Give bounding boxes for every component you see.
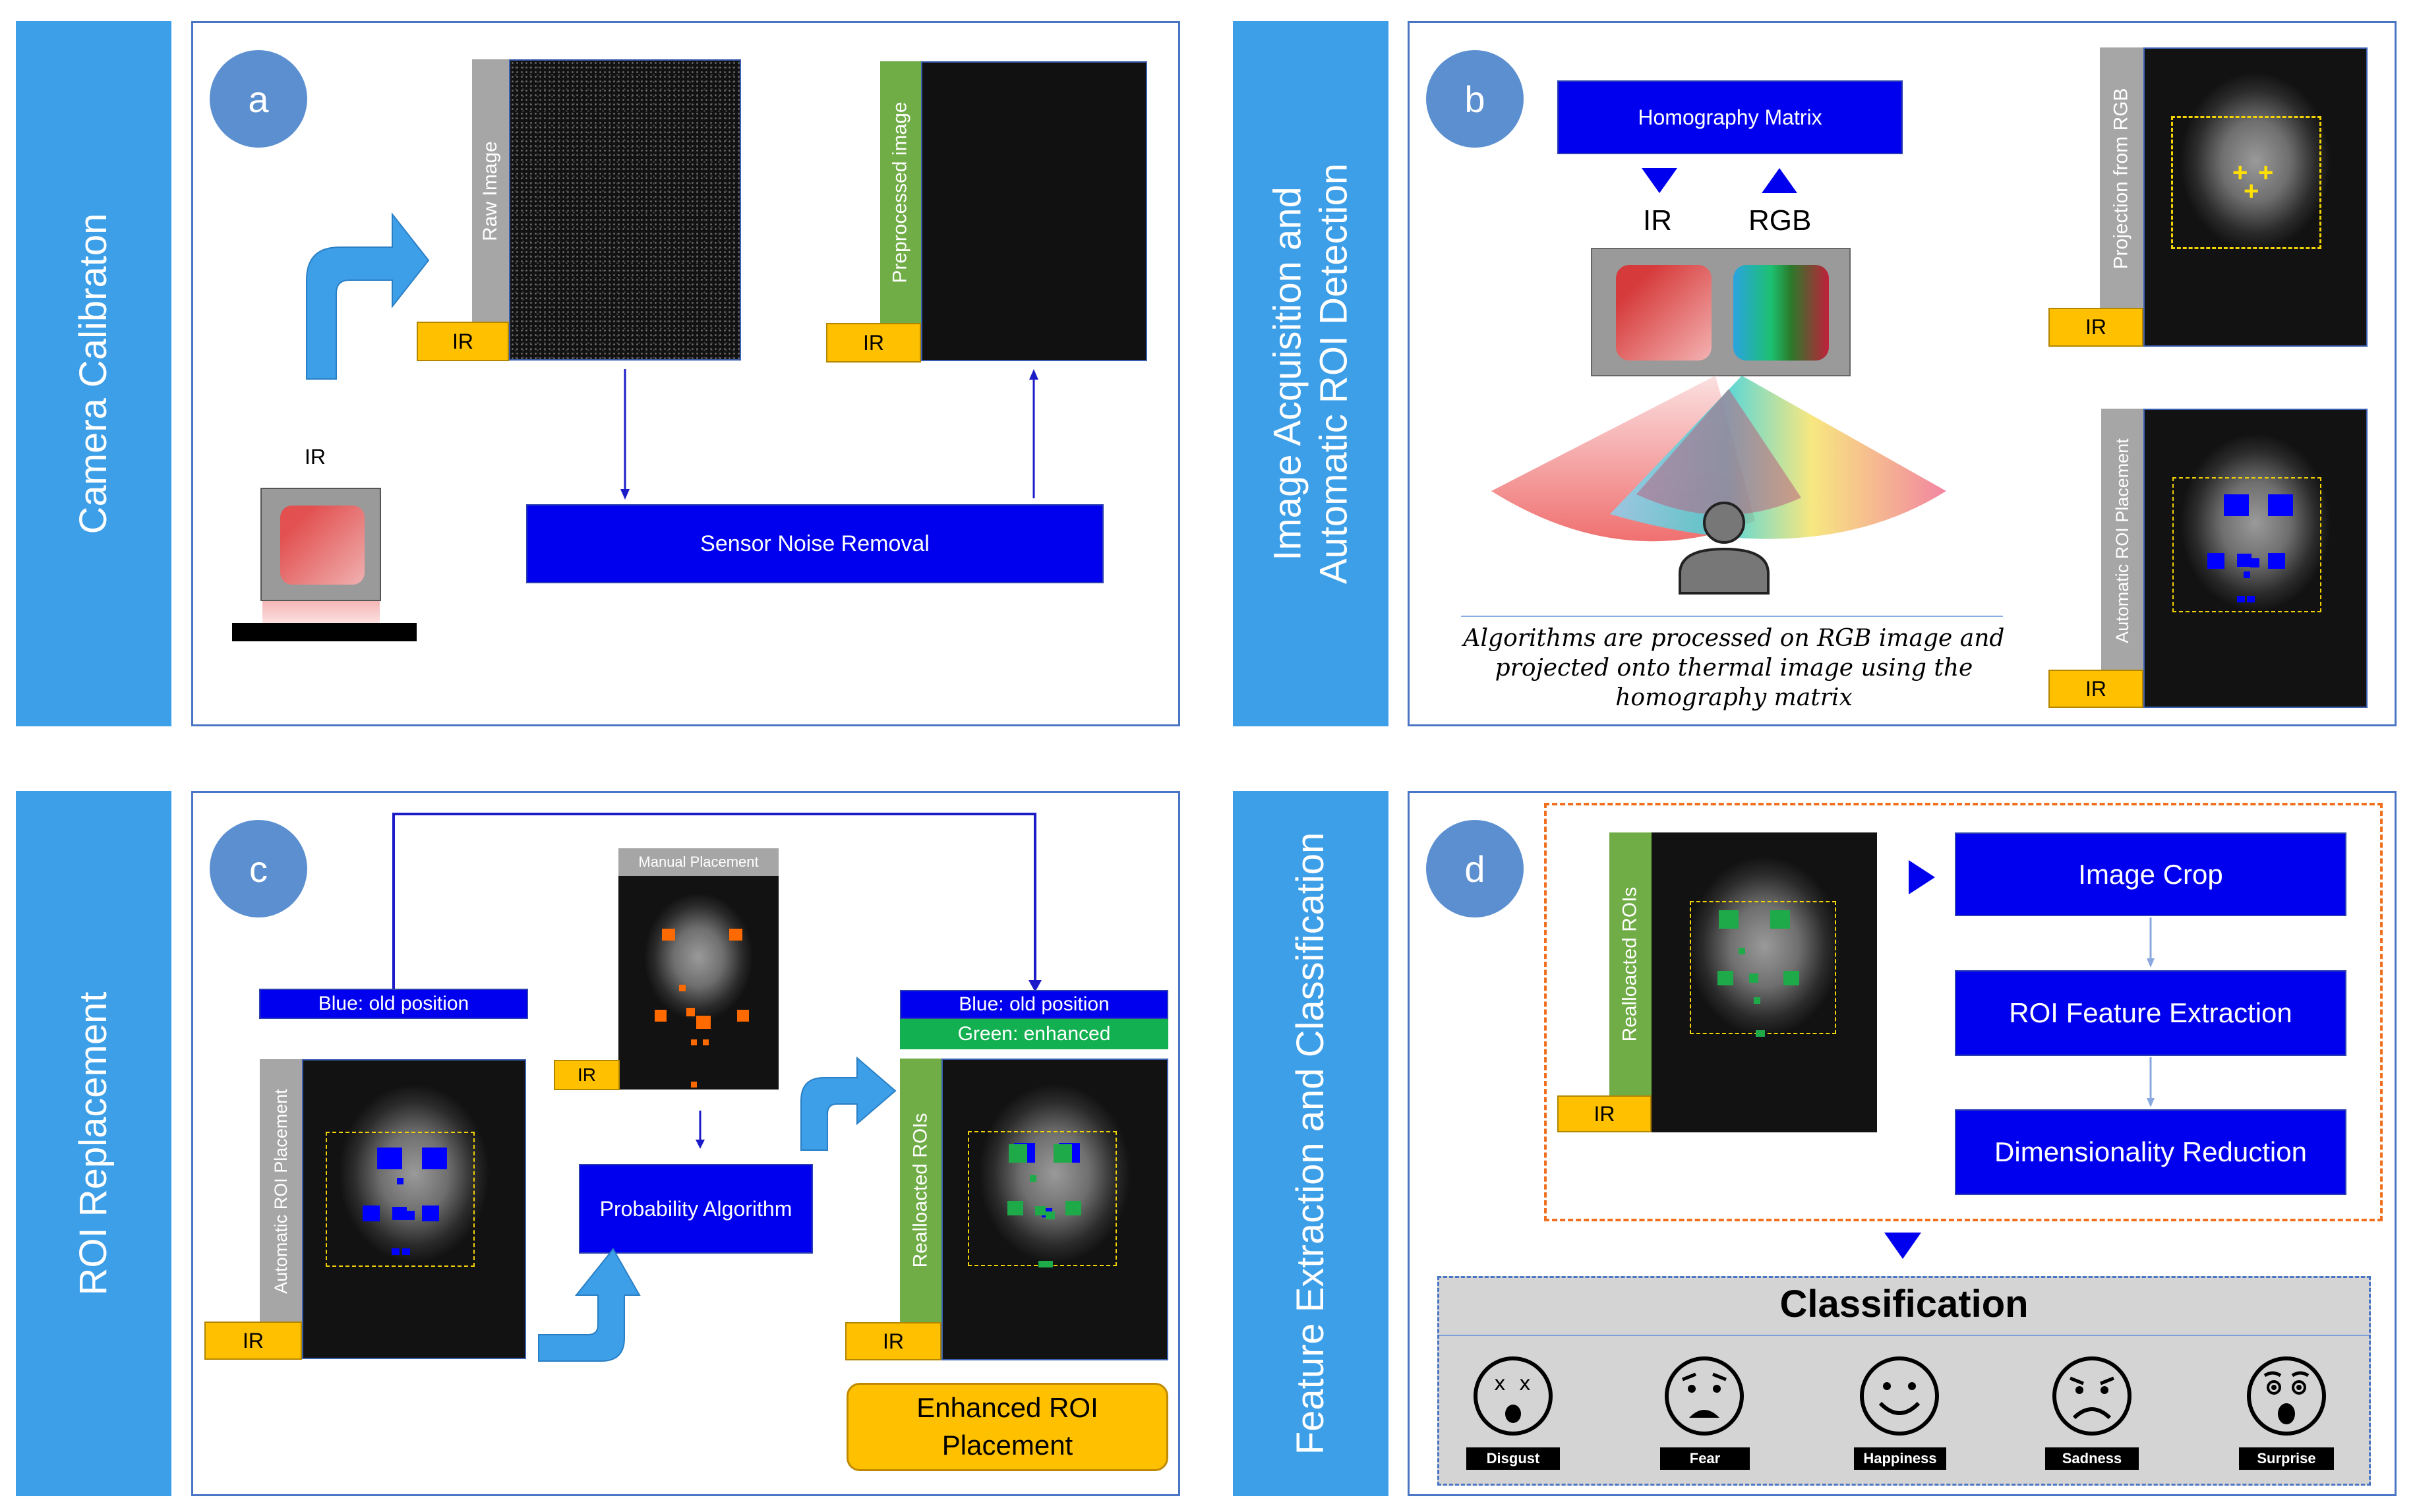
preprocessed-image-label: Preprocessed image (880, 61, 921, 324)
reallocated-rois-label-d: Realloacted ROIs (1609, 832, 1652, 1096)
auto-roi-label-c: Automatic ROI Placement (260, 1059, 302, 1323)
divider-line (1461, 616, 2003, 617)
classification-divider (1439, 1335, 2369, 1336)
svg-text:x: x (1494, 1372, 1506, 1395)
badge-b: b (1426, 50, 1524, 148)
sidebar-image-acquisition: Image Acquisition and Automatic ROI Dete… (1233, 21, 1388, 726)
curved-arrow-icon (306, 212, 430, 380)
sidebar-label-b: Image Acquisition and Automatic ROI Dete… (1266, 163, 1355, 585)
probability-algorithm-box: Probability Algorithm (579, 1164, 813, 1254)
arrow-down-icon (620, 369, 630, 500)
roi-feature-extraction-box: ROI Feature Extraction (1955, 970, 2346, 1056)
raw-image (509, 59, 741, 361)
camera-base (232, 623, 417, 641)
ir-tag-auto-c: IR (204, 1322, 302, 1360)
svg-text:x: x (1519, 1372, 1531, 1395)
emotion-label-surprise: Surprise (2239, 1447, 2334, 1470)
blue-old-position-label-right: Blue: old position (900, 990, 1168, 1019)
arrow-down-icon-d1 (2147, 917, 2155, 968)
camera-beam (262, 601, 380, 624)
projection-label: Projection from RGB (2100, 47, 2143, 310)
arrow-down-icon-d2 (2147, 1057, 2155, 1107)
badge-c: c (210, 820, 307, 917)
sidebar-label-d: Feature Extraction and Classification (1289, 832, 1332, 1455)
auto-roi-image-b (2143, 409, 2368, 708)
algorithm-caption: Algorithms are processed on RGB image an… (1463, 625, 2005, 711)
triangle-right-icon (1909, 860, 1935, 894)
sidebar-label-c: ROI Replacement (72, 991, 115, 1296)
reallocated-rois-label-c: Realloacted ROIs (900, 1059, 941, 1322)
auto-roi-image-c (302, 1059, 526, 1359)
cross-marker-icon: + (2232, 158, 2248, 187)
person-icon (1679, 502, 1770, 595)
reallocated-image-c (941, 1059, 1168, 1360)
ir-tag-realloc-c: IR (845, 1322, 941, 1360)
auto-roi-label-b: Automatic ROI Placement (2101, 409, 2143, 672)
sadness-face-icon (2052, 1356, 2132, 1436)
sidebar-feature-extraction: Feature Extraction and Classification (1233, 791, 1388, 1496)
ir-tag-manual: IR (554, 1060, 620, 1090)
manual-placement-image (618, 876, 779, 1090)
sensor-noise-removal-box: Sensor Noise Removal (526, 504, 1104, 583)
ir-tag-pre: IR (826, 323, 921, 363)
enhanced-roi-placement-box: Enhanced ROI Placement (847, 1383, 1168, 1471)
ir-label-b: IR (1643, 204, 1672, 237)
badge-a: a (210, 50, 307, 148)
camera-field-of-view (1491, 376, 1946, 542)
green-enhanced-label: Green: enhanced (900, 1019, 1168, 1049)
ir-tag-auto-b: IR (2048, 670, 2143, 708)
cross-marker-icon: + (2258, 158, 2274, 187)
dual-camera-icon (1591, 248, 1851, 376)
sidebar-roi-replacement: ROI Replacement (16, 791, 171, 1496)
triangle-up-icon (1762, 168, 1797, 193)
reallocated-image-d (1652, 832, 1877, 1132)
ir-camera-icon (260, 488, 381, 601)
emotion-label-sadness: Sadness (2045, 1447, 2139, 1470)
camera-ir-label: IR (305, 445, 326, 469)
dimensionality-reduction-box: Dimensionality Reduction (1955, 1109, 2346, 1195)
sidebar-camera-calibration: Camera Calibraton (16, 21, 171, 726)
arrow-up-icon (1029, 369, 1038, 498)
disgust-face-icon: x x (1474, 1356, 1553, 1436)
badge-d: d (1426, 820, 1524, 917)
ir-tag-projection: IR (2048, 308, 2143, 347)
blue-old-position-label-left: Blue: old position (259, 989, 528, 1019)
feedback-connector (392, 813, 1042, 992)
classification-title: Classification (1779, 1283, 2029, 1325)
ir-tag-raw: IR (417, 322, 509, 361)
surprise-face-icon (2247, 1356, 2326, 1436)
emotion-label-happiness: Happiness (1854, 1447, 1946, 1470)
raw-image-label: Raw Image (472, 59, 509, 323)
fear-face-icon (1665, 1356, 1744, 1436)
homography-matrix-box: Homography Matrix (1557, 80, 1903, 154)
happiness-face-icon (1860, 1356, 1939, 1436)
cross-marker-icon: + (2244, 177, 2259, 206)
pipeline-group (1544, 803, 2383, 1221)
manual-placement-header: Manual Placement (618, 848, 779, 876)
curved-arrow-icon (538, 1248, 641, 1362)
rgb-label-b: RGB (1748, 204, 1812, 237)
sidebar-label-a: Camera Calibraton (72, 213, 115, 535)
triangle-down-icon-d (1884, 1233, 1921, 1259)
arrow-down-icon-c (696, 1111, 705, 1149)
image-crop-box: Image Crop (1955, 832, 2346, 916)
emotion-label-fear: Fear (1660, 1447, 1750, 1470)
emotion-label-disgust: Disgust (1466, 1447, 1560, 1470)
ir-tag-realloc-d: IR (1557, 1095, 1652, 1132)
curved-arrow-icon (800, 1056, 897, 1151)
projection-image: + + + (2143, 47, 2368, 347)
triangle-down-icon (1642, 168, 1677, 193)
preprocessed-image (921, 61, 1147, 361)
